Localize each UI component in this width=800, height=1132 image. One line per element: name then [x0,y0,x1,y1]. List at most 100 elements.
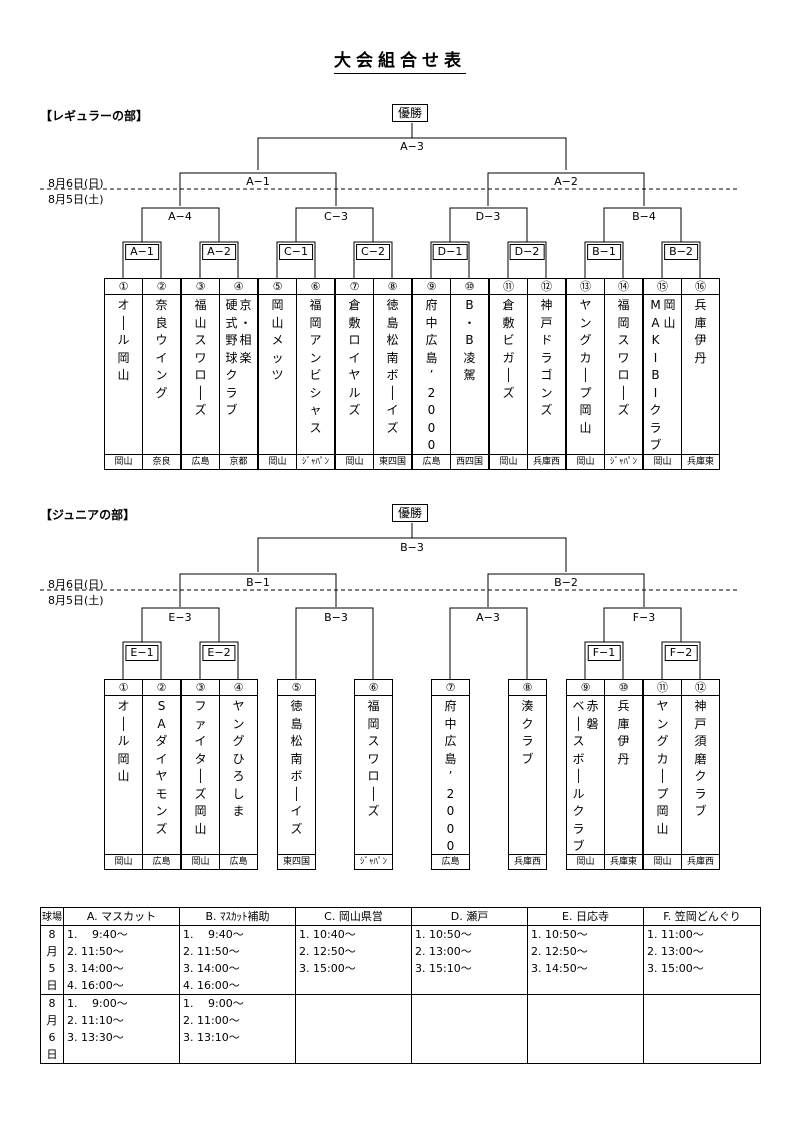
team-area: 兵庫西 [509,854,546,869]
team-seed-number: ④ [220,680,257,696]
regular-match-r5: D−1 [432,244,468,260]
regular-match-q4: B−4 [629,211,659,223]
regular-match-q3: D−3 [472,211,504,223]
regular-match-r7: B−1 [587,244,621,260]
regular-match-r4: C−2 [356,244,390,260]
regular-match-r1: A−1 [125,244,159,260]
junior-match-final: B−3 [397,542,427,554]
team-area: 奈良 [143,454,180,469]
junior-winner-box: 優勝 [392,504,429,522]
team-area: 東四国 [278,854,315,869]
page-title: 大会組合せ表 [0,46,800,74]
team-name: 湊クラブ [521,699,534,766]
venue-header: C. 岡山県営 [295,907,412,926]
team-area: 岡山 [336,454,373,469]
team-area: ｼﾞｬﾊﾟﾝ [355,854,392,869]
team-name: 硬式野球クラブ京・相楽 [225,298,252,417]
team-area: 兵庫西 [528,454,565,469]
junior-match-q2: B−3 [321,612,351,624]
regular-match-r3: C−1 [279,244,313,260]
team-seed-number: ② [143,680,180,696]
team-seed-number: ⑨ [567,680,604,696]
team-name: ヤングひろしま [232,699,245,818]
team-name: ファイタ│ズ岡山 [194,699,207,836]
team-area: 岡山 [644,854,681,869]
team-area: 東四国 [374,454,411,469]
team-area: 岡山 [644,454,681,469]
team-name: オ│ル岡山 [117,298,130,382]
team-area: 兵庫東 [605,854,642,869]
team-seed-number: ⑥ [297,279,334,295]
team-area: 岡山 [105,454,142,469]
team-area: 兵庫東 [682,454,719,469]
team-seed-number: ⑯ [682,279,719,295]
schedule-table: 球場 A. マスカット B. ﾏｽｶｯﾄ補助 C. 岡山県営 D. 瀬戸 E. … [40,907,761,1064]
schedule-times-cell: 1. 9:00〜 2. 11:00〜 3. 13:10〜 [179,994,296,1064]
schedule-times-cell: 1. 10:50〜 2. 13:00〜 3. 15:10〜 [411,925,528,995]
junior-match-q4: F−3 [629,612,659,624]
team-seed-number: ⑫ [682,680,719,696]
team-area: 岡山 [490,454,527,469]
team-seed-number: ⑦ [432,680,469,696]
team-seed-number: ④ [220,279,257,295]
team-name: 兵庫伊丹 [694,298,707,365]
venue-header: D. 瀬戸 [411,907,528,926]
schedule-times-cell [643,994,761,1064]
team-seed-number: ⑧ [374,279,411,295]
team-seed-number: ⑨ [413,279,450,295]
team-area: 岡山 [105,854,142,869]
team-seed-number: ① [105,680,142,696]
regular-team-entry: ① オ│ル岡山岡山 [104,278,143,470]
team-name: 福岡スワロ│ズ [617,298,630,417]
regular-section-label: 【レギュラーの部】 [40,109,149,123]
team-name: 倉敷ロイヤルズ [348,298,361,417]
junior-section-label: 【ジュニアの部】 [40,508,136,522]
team-seed-number: ⑪ [644,680,681,696]
junior-team-entry: ④ ヤングひろしま広島 [219,679,258,870]
schedule-header-row: 球場 A. マスカット B. ﾏｽｶｯﾄ補助 C. 岡山県営 D. 瀬戸 E. … [40,907,761,926]
regular-winner-box: 優勝 [392,104,429,122]
team-name: 福岡アンビシャス [309,298,322,435]
schedule-times-cell: 1. 10:50〜 2. 12:50〜 3. 14:50〜 [527,925,644,995]
team-area: ｼﾞｬﾊﾟﾝ [605,454,642,469]
junior-date-day2: 8月6日(日) [48,578,104,591]
team-seed-number: ⑤ [278,680,315,696]
team-name: 神戸ドラゴンズ [540,298,553,417]
regular-match-r6: D−2 [509,244,545,260]
team-area: 広島 [220,854,257,869]
team-seed-number: ⑤ [259,279,296,295]
venue-header: F. 笠岡どんぐり [643,907,761,926]
schedule-times-cell [295,994,412,1064]
team-area: 広島 [182,454,219,469]
team-seed-number: ⑮ [644,279,681,295]
junior-match-q1: E−3 [165,612,195,624]
junior-match-r1: E−1 [125,645,159,661]
team-name: 岡山メッツ [271,298,284,382]
venue-header: A. マスカット [63,907,180,926]
team-seed-number: ⑩ [605,680,642,696]
schedule-times-cell: 1. 9:40〜 2. 11:50〜 3. 14:00〜 4. 16:00〜 [63,925,180,995]
team-seed-number: ③ [182,680,219,696]
team-area: 岡山 [567,854,604,869]
venue-header: E. 日応寺 [527,907,644,926]
team-seed-number: ① [105,279,142,295]
